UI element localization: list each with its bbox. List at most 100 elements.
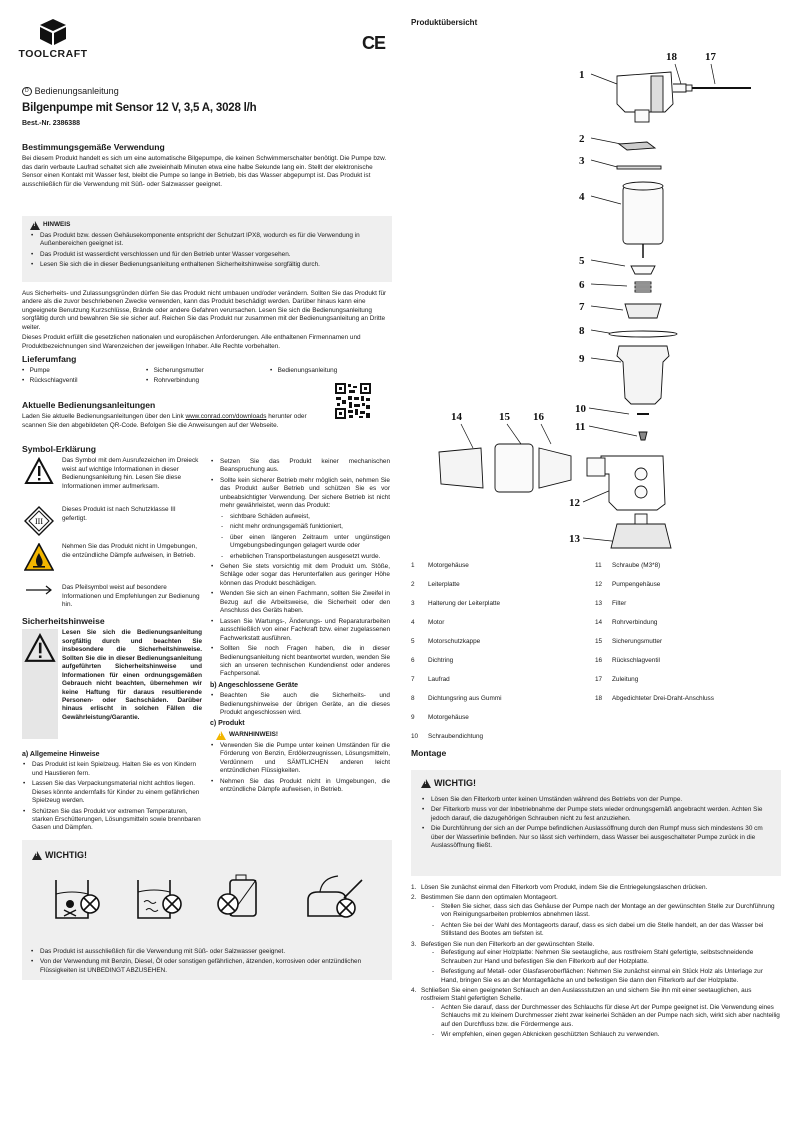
list-item: Das Produkt ist kein Spielzeug. Halten S… (22, 761, 202, 778)
connected-devices-heading: b) Angeschlossene Geräte (210, 681, 299, 689)
safety-paragraph: Dieses Produkt erfüllt die gesetzlichen … (22, 334, 361, 350)
list-item: nicht mehr ordnungsgemäß funktioniert, (220, 523, 390, 532)
list-item: • Rohrverbindung (146, 377, 200, 385)
manual-label-text: Bedienungsanleitung (34, 86, 119, 96)
warning-triangle-icon (30, 221, 40, 230)
list-item: • Sicherungsmutter (146, 367, 204, 375)
symbol-row: Das Pfeilsymbol weist auf besondere Info… (22, 584, 202, 608)
montage-warning-box: WICHTIG! Lösen Sie den Filterkorb unter … (411, 770, 781, 876)
downloads-link[interactable]: www.conrad.com/downloads (185, 413, 267, 421)
flammable-warning-icon (24, 543, 54, 572)
symbol-text: Das Symbol mit dem Ausrufezeichen im Dre… (62, 457, 199, 490)
qr-code-icon (335, 383, 371, 419)
symbols-section: Symbol-Erklärung Das Symbol mit dem Ausr… (22, 444, 202, 613)
svg-text:14: 14 (451, 411, 463, 423)
list-item: Schützen Sie das Produkt vor extremen Te… (22, 808, 202, 833)
svg-text:16: 16 (533, 411, 545, 423)
important-warning-box: WICHTIG! (22, 840, 392, 980)
general-notes-section: a) Allgemeine Hinweise Das Produkt ist k… (22, 748, 202, 835)
no-oil-can-icon (307, 875, 363, 918)
symbol-row: III Dieses Produkt ist nach Schutzklasse… (22, 506, 202, 538)
list-item: Das Produkt bzw. dessen Gehäusekomponent… (30, 232, 384, 249)
montage-steps: 1.Lösen Sie zunächst einmal den Filterko… (411, 884, 781, 1042)
current-manuals-heading: Aktuelle Bedienungsanleitungen (22, 400, 156, 410)
product-heading: c) Produkt (210, 720, 245, 728)
list-item: Achten Sie bei der Wahl des Montageorts … (431, 922, 781, 939)
general-notes-heading: a) Allgemeine Hinweise (22, 751, 100, 758)
no-toxic-liquid-icon (55, 879, 100, 919)
safety-paragraphs: Aus Sicherheits- und Zulassungsgründen d… (22, 290, 392, 353)
delivery-heading: Lieferumfang (22, 354, 77, 364)
toolcraft-logo-icon (40, 19, 66, 45)
warning-triangle-icon (216, 730, 226, 740)
symbols-heading: Symbol-Erklärung (22, 444, 97, 454)
list-item: Der Filterkorb muss vor der Inbetriebnah… (421, 806, 771, 823)
safety-column-2: Setzen Sie das Produkt keiner mechanisch… (210, 458, 390, 796)
exclamation-triangle-icon (24, 457, 54, 485)
symbol-text: Dieses Produkt ist nach Schutzklasse III… (62, 506, 176, 522)
arrow-right-icon (26, 585, 52, 595)
brand-name: TOOLCRAFT (18, 48, 88, 60)
symbol-row: Nehmen Sie das Produkt nicht in Umgebung… (22, 543, 202, 579)
intended-use-text: Bei diesem Produkt handelt es sich um ei… (22, 155, 387, 188)
montage-section: Montage (411, 748, 781, 761)
list-item: Lesen Sie sich die in dieser Bedienungsa… (30, 261, 384, 270)
warning-triangle-icon (421, 779, 431, 789)
safety-section: Sicherheitshinweise Lesen Sie sich die B… (22, 616, 202, 740)
svg-text:11: 11 (575, 421, 585, 433)
svg-text:15: 15 (499, 411, 511, 423)
list-item: Lassen Sie das Verpackungsmaterial nicht… (22, 780, 202, 805)
list-item: Befestigung auf einer Holzplatte: Nehmen… (431, 949, 781, 966)
list-item: Die Durchführung der sich an der Pumpe b… (421, 825, 771, 850)
list-item: Befestigung auf Metall- oder Glasfaserob… (431, 968, 781, 985)
symbol-row: Das Symbol mit dem Ausrufezeichen im Dre… (22, 457, 202, 501)
list-item: Sollte kein sicherer Betrieb mehr möglic… (210, 477, 390, 511)
svg-text:4: 4 (579, 191, 585, 203)
list-item: Nehmen Sie das Produkt nicht in Umgebung… (210, 778, 390, 795)
list-item: erheblichen Transportbelastungen ausgese… (220, 553, 390, 562)
list-item: Von der Verwendung mit Benzin, Diesel, Ö… (30, 958, 384, 975)
svg-text:5: 5 (579, 255, 585, 267)
important-heading: WICHTIG! (32, 850, 382, 862)
current-manuals-text: Laden Sie aktuelle Bedienungsanleitungen… (22, 413, 307, 429)
delivery-section: Lieferumfang • Pumpe • Sicherungsmutter … (22, 354, 392, 391)
svg-text:6: 6 (579, 279, 585, 291)
svg-text:3: 3 (579, 155, 585, 167)
prohibited-liquids-icons (50, 872, 382, 922)
svg-text:9: 9 (579, 353, 585, 365)
important-warning-list: Das Produkt ist ausschließlich für die V… (22, 948, 392, 977)
list-item: über einen längeren Zeitraum unter ungün… (220, 534, 390, 551)
list-item: Gehen Sie stets vorsichtig mit dem Produ… (210, 563, 390, 588)
manual-label: D Bedienungsanleitung (22, 86, 119, 98)
list-item: Setzen Sie das Produkt keiner mechanisch… (210, 458, 390, 475)
list-item: Wenden Sie sich an einen Fachmann, sollt… (210, 590, 390, 615)
overview-heading: Produktübersicht (411, 18, 478, 27)
montage-heading: Montage (411, 748, 447, 758)
brand-logo: TOOLCRAFT (18, 18, 87, 62)
safety-paragraph: Aus Sicherheits- und Zulassungsgründen d… (22, 290, 387, 331)
list-item: 2.Bestimmen Sie dann den optimalen Monta… (411, 894, 781, 938)
svg-text:18: 18 (666, 51, 678, 63)
symbol-text: Das Pfeilsymbol weist auf besondere Info… (62, 584, 200, 609)
list-item: Das Produkt ist wasserdicht verschlossen… (30, 251, 384, 260)
list-item: • Bedienungsanleitung (270, 367, 338, 375)
list-item: Sollten Sie noch Fragen haben, die in di… (210, 645, 390, 679)
current-manuals-section: Aktuelle Bedienungsanleitungen Laden Sie… (22, 400, 332, 432)
list-item: sichtbare Schäden aufweist, (220, 513, 390, 522)
no-fuel-canister-icon (217, 874, 257, 917)
ce-mark: CE (362, 33, 386, 53)
svg-text:7: 7 (579, 301, 585, 313)
